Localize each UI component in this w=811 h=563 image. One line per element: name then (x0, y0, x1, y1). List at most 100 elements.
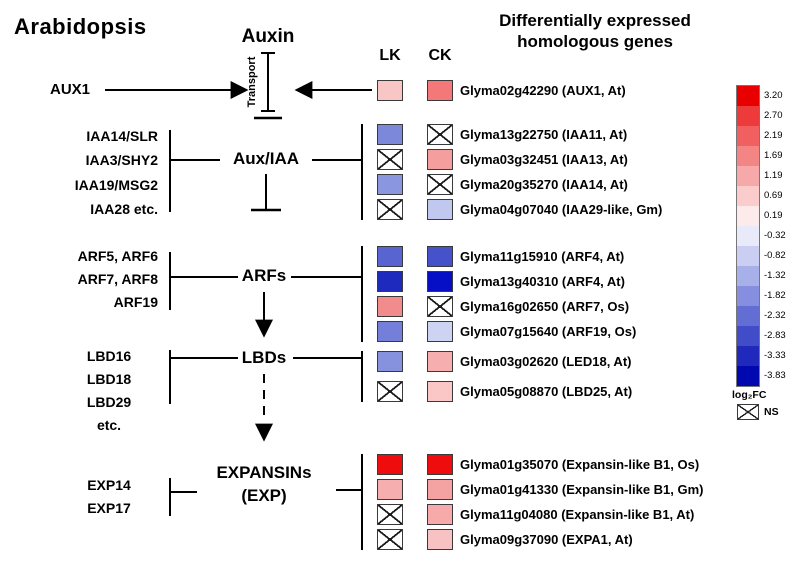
heatmap-cell-ck (427, 479, 453, 500)
legend-color-step (737, 146, 759, 166)
legend-color-step (737, 166, 759, 186)
heatmap-cell-ck (427, 199, 453, 220)
legend-value-label: 1.69 (764, 150, 783, 161)
legend-value-label: 0.19 (764, 210, 783, 221)
legend-color-step (737, 366, 759, 386)
left-label-arf-2: ARF19 (113, 294, 158, 310)
legend-color-step (737, 286, 759, 306)
heatmap-cell-ck (427, 529, 453, 550)
left-label-lbd-0: LBD16 (86, 348, 132, 364)
pathway-node-expansins-abbrev: (EXP) (241, 486, 287, 505)
legend-color-step (737, 246, 759, 266)
heatmap-cell-lk (377, 454, 403, 475)
gene-label: Glyma11g15910 (ARF4, At) (460, 249, 625, 264)
pathway-node-expansins: EXPANSINs (216, 463, 312, 482)
gene-label: Glyma13g22750 (IAA11, At) (460, 127, 628, 142)
left-label-exp-0: EXP14 (87, 477, 131, 493)
legend-ns-box (737, 404, 759, 420)
legend-value-label: 2.70 (764, 110, 783, 121)
left-label-lbd-1: LBD18 (86, 371, 132, 387)
legend-color-step (737, 226, 759, 246)
heatmap-cell-ck-ns (427, 296, 453, 317)
legend-value-label: -1.82 (764, 290, 786, 301)
left-label-arf-0: ARF5, ARF6 (77, 248, 158, 264)
column-header-lk: LK (379, 47, 401, 64)
gene-label: Glyma03g02620 (LED18, At) (460, 354, 632, 369)
legend-color-scale (736, 85, 760, 387)
heatmap-cell-lk (377, 296, 403, 317)
gene-label: Glyma11g04080 (Expansin-like B1, At) (460, 507, 695, 522)
left-label-iaa-0: IAA14/SLR (86, 128, 158, 144)
legend-title: log₂FC (732, 389, 767, 401)
pathway-node-aux-iaa: Aux/IAA (232, 149, 300, 168)
heatmap-cell-lk (377, 351, 403, 372)
legend-color-step (737, 206, 759, 226)
heatmap-cell-lk (377, 479, 403, 500)
pathway-node-auxin: Auxin (241, 26, 295, 47)
heatmap-cell-lk (377, 321, 403, 342)
right-header-line1: Differentially expressed (499, 11, 691, 30)
heatmap-cell-ck (427, 504, 453, 525)
heatmap-cell-ck-ns (427, 174, 453, 195)
heatmap-cell-lk (377, 124, 403, 145)
legend-color-step (737, 306, 759, 326)
heatmap-cell-ck (427, 381, 453, 402)
heatmap-cell-ck (427, 149, 453, 170)
legend-value-label: -0.82 (764, 250, 786, 261)
legend-color-step (737, 266, 759, 286)
heatmap-cell-lk-ns (377, 381, 403, 402)
figure-title: Arabidopsis (14, 14, 147, 39)
heatmap-cell-lk (377, 246, 403, 267)
legend-color-step (737, 346, 759, 366)
gene-label: Glyma04g07040 (IAA29-like, Gm) (460, 202, 663, 217)
legend-value-label: -2.32 (764, 310, 786, 321)
legend-value-label: 3.20 (764, 90, 783, 101)
left-label-arf-1: ARF7, ARF8 (77, 271, 158, 287)
heatmap-cell-lk (377, 271, 403, 292)
left-label-iaa-1: IAA3/SHY2 (85, 152, 158, 168)
pathway-node-arfs: ARFs (241, 266, 287, 285)
pathway-node-lbds: LBDs (241, 348, 287, 367)
heatmap-cell-lk (377, 174, 403, 195)
legend-value-label: -1.32 (764, 270, 786, 281)
legend-value-label: -3.83 (764, 370, 786, 381)
heatmap-cell-lk-ns (377, 149, 403, 170)
heatmap-cell-ck (427, 454, 453, 475)
legend-value-label: -0.32 (764, 230, 786, 241)
legend-color-step (737, 86, 759, 106)
left-label-iaa-2: IAA19/MSG2 (74, 177, 158, 193)
legend-value-label: -2.83 (764, 330, 786, 341)
gene-label: Glyma01g41330 (Expansin-like B1, Gm) (460, 482, 704, 497)
heatmap-cell-lk-ns (377, 504, 403, 525)
gene-label: Glyma01g35070 (Expansin-like B1, Os) (460, 457, 700, 472)
left-label-lbd-3: etc. (96, 417, 122, 433)
left-label-exp-1: EXP17 (87, 500, 131, 516)
heatmap-cell-ck (427, 246, 453, 267)
heatmap-cell-ck (427, 80, 453, 101)
legend-color-step (737, 326, 759, 346)
legend-color-step (737, 126, 759, 146)
heatmap-cell-lk-ns (377, 199, 403, 220)
right-header-line2: homologous genes (517, 32, 673, 52)
gene-label: Glyma02g42290 (AUX1, At) (460, 83, 626, 98)
column-header-ck: CK (428, 47, 452, 64)
left-label-iaa-3: IAA28 etc. (90, 201, 158, 217)
pathway-transport-label: Transport (246, 56, 258, 108)
heatmap-cell-ck (427, 321, 453, 342)
gene-label: Glyma07g15640 (ARF19, Os) (460, 324, 637, 339)
gene-label: Glyma05g08870 (LBD25, At) (460, 384, 633, 399)
gene-label: Glyma09g37090 (EXPA1, At) (460, 532, 633, 547)
left-label-aux1: AUX1 (50, 81, 91, 98)
legend-color-step (737, 106, 759, 126)
left-label-lbd-2: LBD29 (86, 394, 132, 410)
heatmap-cell-ck (427, 271, 453, 292)
legend-value-label: 2.19 (764, 130, 783, 141)
legend-value-label: -3.33 (764, 350, 786, 361)
legend-value-label: 1.19 (764, 170, 783, 181)
legend-ns-label: NS (764, 406, 779, 418)
heatmap-cell-ck (427, 351, 453, 372)
gene-label: Glyma20g35270 (IAA14, At) (460, 177, 628, 192)
gene-label: Glyma16g02650 (ARF7, Os) (460, 299, 630, 314)
